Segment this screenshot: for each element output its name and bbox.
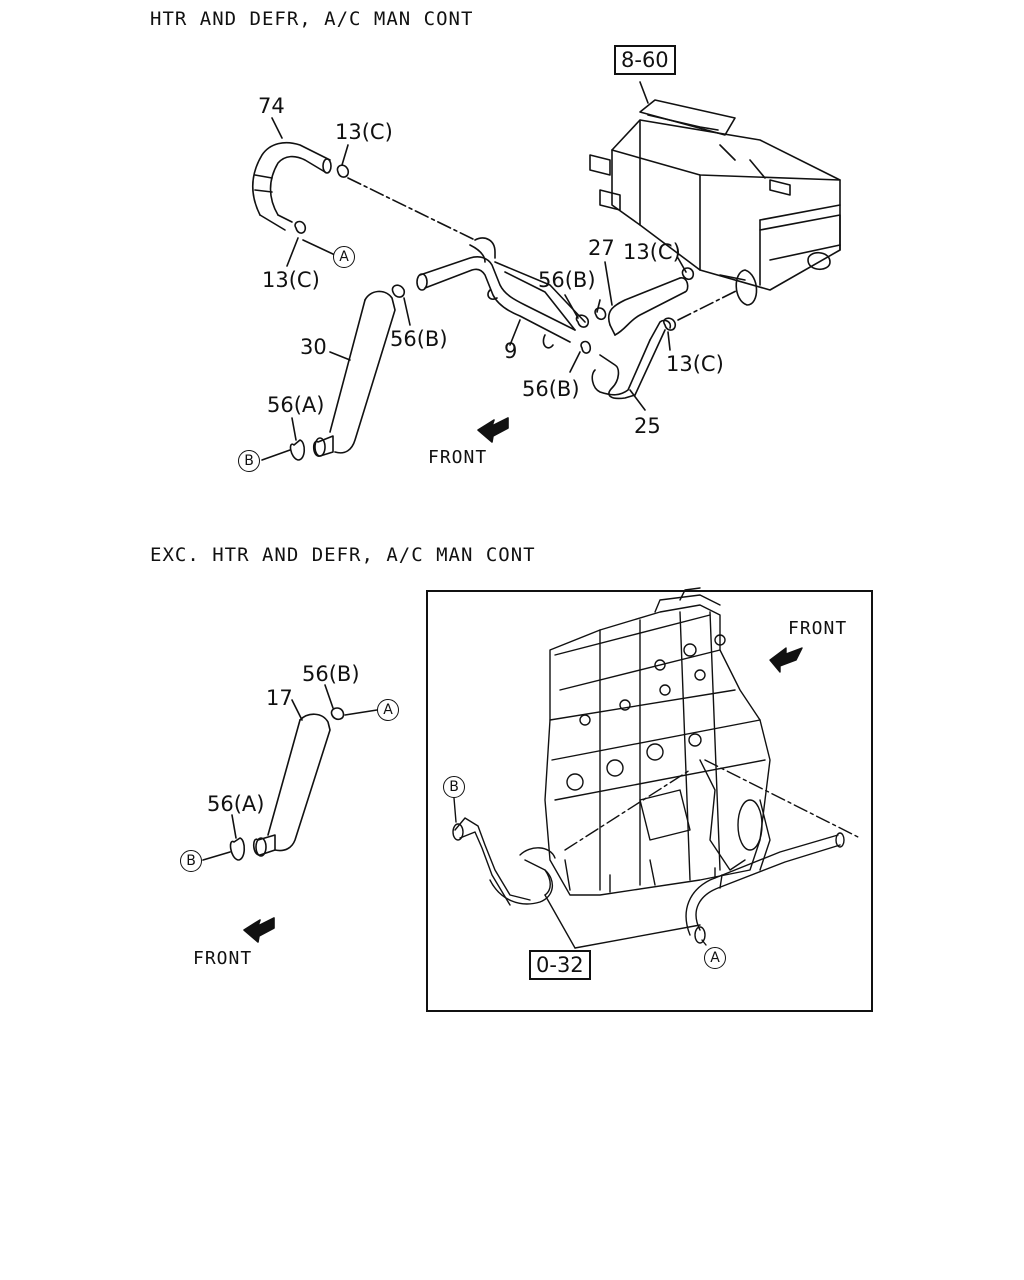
callout-clamp-13c-top: 13(C) — [335, 120, 393, 144]
clamp-13c-right-bottom-drawing — [663, 317, 677, 331]
connector-b-bottom: B — [180, 850, 202, 872]
hose-27-drawing — [607, 277, 689, 336]
section-title-htr-defr: HTR AND DEFR, A/C MAN CONT — [150, 8, 474, 30]
hose-17-drawing — [252, 713, 331, 857]
callout-hose-74: 74 — [258, 94, 285, 118]
clamp-56a-top-drawing — [289, 439, 306, 461]
clamp-56b-mid-drawing — [594, 307, 607, 321]
callout-clamp-56a-top: 56(A) — [267, 393, 325, 417]
callout-clamp-13c-left: 13(C) — [262, 268, 320, 292]
connector-b-inset: B — [443, 776, 465, 798]
clamp-13c-right-top-drawing — [681, 267, 695, 281]
ref-box-engine[interactable]: 0-32 — [529, 950, 591, 980]
callout-clamp-13c-right-top: 13(C) — [623, 240, 681, 264]
callout-hose-17: 17 — [266, 686, 293, 710]
front-label-inset: FRONT — [788, 618, 848, 639]
hose-25-drawing — [591, 319, 672, 400]
callout-clamp-56b-mid: 56(B) — [538, 268, 596, 292]
callout-hose-30: 30 — [300, 335, 327, 359]
clamp-56b-left-drawing — [391, 284, 406, 298]
hose-30-drawing — [312, 290, 396, 457]
callout-clamp-56b-left: 56(B) — [390, 327, 448, 351]
connector-a-inset: A — [704, 947, 726, 969]
ref-box-heater-unit[interactable]: 8-60 — [614, 45, 676, 75]
callout-clamp-56b-bottom-diagram: 56(B) — [302, 662, 360, 686]
front-label-top: FRONT — [428, 447, 488, 468]
connector-a-top: A — [333, 246, 355, 268]
callout-pipe-9: 9 — [504, 339, 518, 363]
callout-clamp-13c-right-bottom: 13(C) — [666, 352, 724, 376]
clamp-56b-bottom-diagram-drawing — [330, 707, 345, 721]
clamp-13c-top-drawing — [336, 164, 350, 178]
clamp-56b-bottom-drawing — [580, 340, 592, 354]
connector-b-top: B — [238, 450, 260, 472]
callout-hose-27: 27 — [588, 236, 615, 260]
heater-unit-drawing — [589, 81, 841, 306]
callout-hose-25: 25 — [634, 414, 661, 438]
section-title-exc-htr-defr: EXC. HTR AND DEFR, A/C MAN CONT — [150, 544, 536, 566]
callout-clamp-56b-bottom: 56(B) — [522, 377, 580, 401]
callout-clamp-56a-bottom-diagram: 56(A) — [207, 792, 265, 816]
connector-a-bottom: A — [377, 699, 399, 721]
engine-inset-frame — [426, 590, 873, 1012]
hose-74-drawing — [251, 141, 332, 231]
front-label-bottom: FRONT — [193, 948, 253, 969]
clamp-13c-left-drawing — [294, 220, 307, 234]
clamp-56a-bottom-drawing — [229, 837, 246, 861]
